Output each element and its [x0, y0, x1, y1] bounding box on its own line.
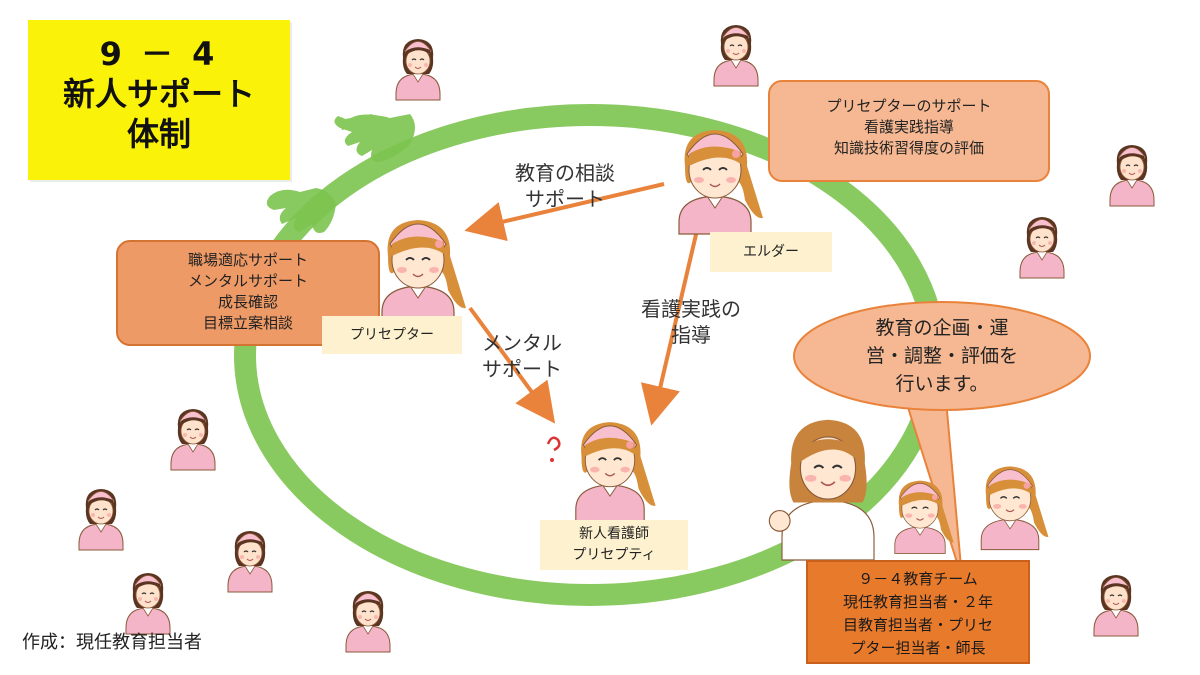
newcomer-label: 新人看護師 プリセプティ [540, 520, 688, 570]
elder-role-line: プリセプターのサポート [826, 97, 992, 115]
elder-label: エルダー [710, 232, 832, 272]
arrow-label-line: サポート [525, 187, 605, 211]
team-line: 現任教育担当者・２年 [842, 593, 993, 611]
hand-icon [266, 114, 415, 233]
newcomer-label-line: プリセプティ [572, 547, 656, 563]
bubble-line: 教育の企画・運 [875, 317, 1009, 339]
team-line: 目教育担当者・プリセ [842, 616, 993, 634]
title-number: 9 － 4 [99, 35, 219, 73]
title-line-2: 体制 [126, 115, 191, 153]
preceptor-role-line: メンタルサポート [187, 272, 308, 290]
elder-role-line: 看護実践指導 [863, 118, 954, 136]
elder-role-line: 知識技術習得度の評価 [833, 139, 984, 157]
author-footer: 作成：現任教育担当者 [22, 632, 202, 653]
preceptor-role-line: 成長確認 [217, 293, 278, 311]
preceptor-nurse-figure [381, 219, 467, 325]
bubble-line: 行います。 [895, 373, 989, 395]
team-box: ９－４教育チーム 現任教育担当者・２年 目教育担当者・プリセ プター担当者・師長 [806, 560, 1030, 664]
arrow-label-line: サポート [482, 357, 562, 381]
arrow-label-line: 看護実践の [641, 297, 741, 321]
newcomer-nurse-figure [574, 421, 657, 522]
preceptor-role-line: 職場適応サポート [187, 251, 308, 269]
arrow-label-line: メンタル [482, 331, 562, 355]
title-line-1: 新人サポート [62, 75, 255, 113]
team-nurse-figure [980, 465, 1050, 551]
elder-role-box: プリセプターのサポート 看護実践指導 知識技術習得度の評価 [768, 80, 1050, 182]
arrow-label-practice: 看護実践の 指導 [626, 296, 756, 348]
leader-figure [768, 419, 875, 561]
arrow-elder-to-preceptor [464, 182, 665, 242]
preceptor-label: プリセプター [322, 316, 462, 354]
newcomer-label-line: 新人看護師 [579, 526, 649, 542]
arrow-label-mental: メンタル サポート [462, 330, 582, 382]
bubble-line: 営・調整・評価を [865, 345, 1018, 367]
arrow-label-line: 指導 [671, 323, 711, 347]
preceptor-role-line: 目標立案相談 [202, 314, 293, 332]
team-line: プター担当者・師長 [850, 639, 986, 657]
arrow-elder-to-newcomer [640, 225, 700, 426]
arrow-label-line: 教育の相談 [515, 161, 615, 185]
bubble-text: 教育の企画・運 営・調整・評価を 行います。 [820, 314, 1064, 398]
arrow-preceptor-to-newcomer [468, 306, 556, 424]
arrow-label-consultation: 教育の相談 サポート [500, 160, 630, 212]
team-line: ９－４教育チーム [858, 570, 978, 588]
title-note: 9 － 4 新人サポート 体制 [28, 20, 290, 180]
confused-mark-icon [546, 436, 561, 462]
